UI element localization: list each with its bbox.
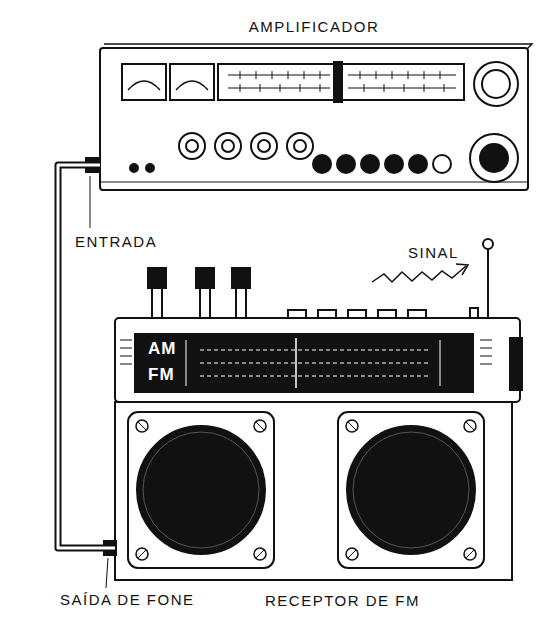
signal-arrow (372, 264, 468, 282)
receiver-drawing (104, 239, 522, 580)
band-label: FM (146, 365, 177, 385)
device-caption: RECEPTOR DE FM (265, 592, 420, 609)
device-caption: AMPLIFICADOR (249, 18, 380, 35)
output-label: SAÍDA DE FONE (60, 591, 195, 608)
cable-outline (58, 165, 115, 548)
amplifier-unit: AMPLIFICADOR (100, 48, 528, 190)
cable-core (58, 165, 115, 548)
signal-label: SINAL (408, 244, 459, 261)
band-label: AM (146, 339, 178, 359)
input-label: ENTRADA (75, 233, 157, 250)
amplifier-drawing (86, 44, 532, 190)
audio-cable (58, 165, 115, 548)
